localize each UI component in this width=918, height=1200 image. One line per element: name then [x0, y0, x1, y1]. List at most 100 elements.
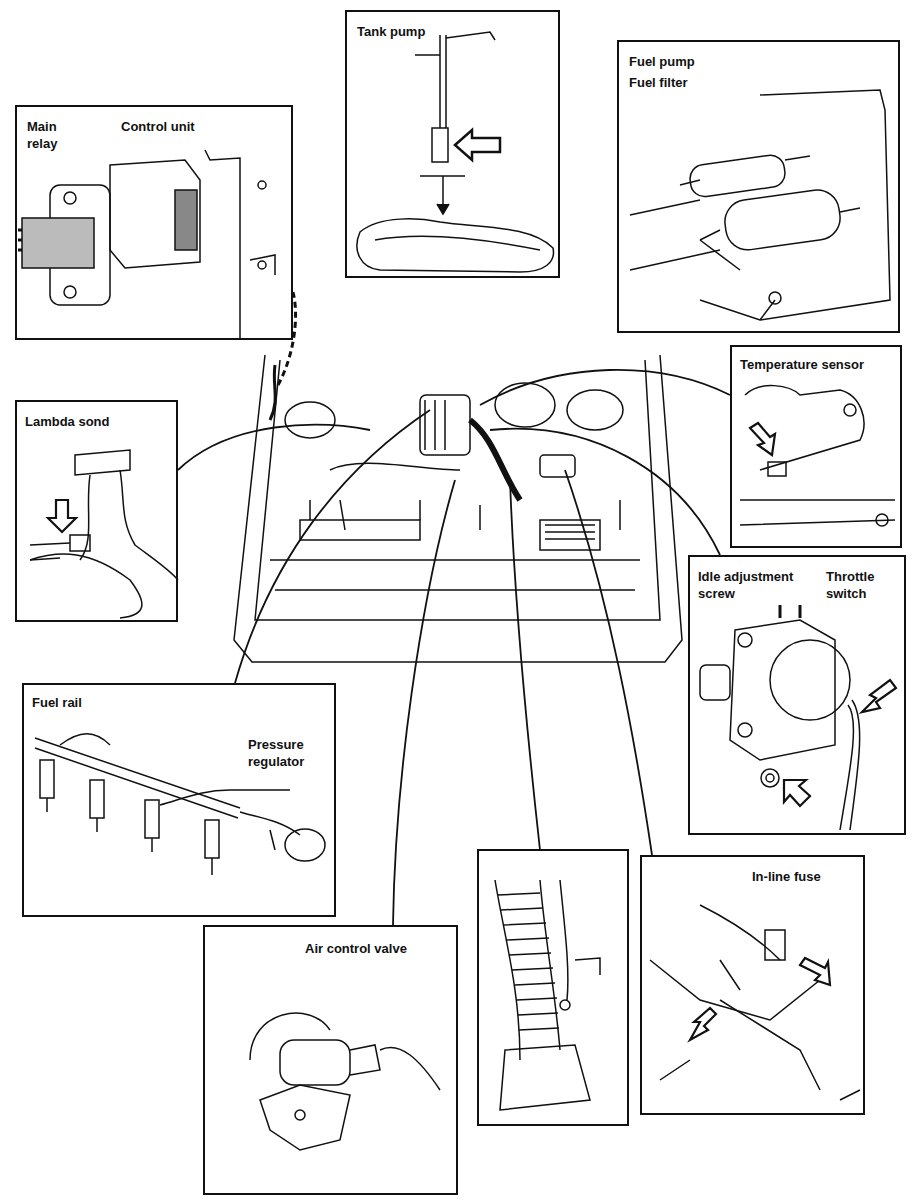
fuel-pump-drawing — [630, 90, 890, 320]
fuse-drawing — [650, 905, 820, 1020]
fuel-rail-drawing — [205, 820, 219, 858]
part-label: Air control valve — [305, 941, 407, 958]
part-label: Fuel rail — [32, 695, 82, 712]
relay-drawing — [258, 261, 266, 269]
fuel-rail-drawing — [47, 798, 212, 875]
leader-line — [565, 470, 652, 855]
temperature-sensor-drawing — [745, 386, 864, 470]
callout-box: Air control valve — [203, 925, 458, 1195]
part-label: Control unit — [121, 119, 195, 136]
hose-drawing — [560, 880, 600, 1000]
callout-box: Temperature sensor — [730, 345, 902, 548]
part-label: In-line fuse — [752, 869, 821, 886]
relay-drawing — [258, 181, 266, 189]
fuel-rail-drawing — [40, 760, 54, 798]
tank-pump-drawing — [437, 204, 449, 214]
throttle-drawing — [840, 700, 860, 830]
temperature-sensor-drawing — [740, 500, 895, 525]
throttle-drawing — [784, 780, 810, 806]
fuel-pump-drawing — [700, 240, 775, 320]
hose-drawing — [495, 880, 560, 1060]
tank-pump-drawing — [357, 219, 554, 272]
lambda-drawing — [30, 554, 142, 618]
part-label: Main relay — [27, 119, 75, 153]
air-valve-drawing — [250, 1013, 440, 1150]
fuel-pump-drawing — [722, 187, 843, 253]
tank-pump-drawing — [455, 130, 500, 160]
engine-bay — [567, 390, 623, 430]
part-label: Lambda sond — [25, 414, 110, 431]
hose-drawing — [500, 1045, 590, 1110]
callout-box: Fuel pumpFuel filter — [617, 40, 900, 333]
engine-bay — [285, 402, 335, 438]
fuel-rail-drawing — [35, 738, 240, 818]
tank-pump-drawing — [432, 128, 448, 162]
part-label: Fuel pump — [629, 54, 695, 71]
fuse-drawing — [660, 1060, 860, 1100]
fuel-rail-drawing — [145, 800, 159, 838]
fuel-rail-drawing — [285, 829, 325, 861]
leader-line — [178, 292, 730, 925]
leader-line — [178, 425, 370, 470]
fuel-pump-drawing — [688, 153, 787, 198]
picture-box — [478, 850, 628, 1125]
part-label: Tank pump — [357, 24, 425, 41]
part-label: Fuel filter — [629, 75, 688, 92]
lambda-drawing — [70, 535, 90, 551]
callout-box: In-line fuse — [640, 855, 865, 1115]
throttle-drawing — [766, 774, 774, 782]
leader-line — [393, 480, 455, 925]
lambda-drawing — [30, 450, 178, 618]
air-valve-drawing — [280, 1040, 350, 1085]
engine-bay — [270, 560, 640, 590]
relay-drawing — [110, 160, 200, 268]
throttle-drawing — [862, 680, 896, 712]
relay-drawing — [205, 150, 275, 340]
throttle-drawing — [780, 605, 800, 618]
leader-line — [490, 429, 720, 555]
lambda-drawing — [75, 450, 130, 475]
temperature-sensor-drawing — [844, 404, 856, 416]
engine-bay — [540, 455, 575, 477]
part-label: Temperature sensor — [740, 357, 864, 374]
callout-box: Main relay Control unit — [15, 105, 293, 340]
callout-box: Fuel railPressure regulator — [22, 683, 336, 917]
throttle-drawing — [761, 769, 779, 787]
callout-box: Lambda sond — [15, 400, 178, 622]
callout-box: Idle adjustment screwThrottle switch — [688, 555, 906, 835]
throttle-drawing — [770, 640, 850, 720]
leader-line — [235, 410, 430, 683]
hose-drawing — [560, 1000, 570, 1010]
fuel-rail-drawing — [160, 790, 290, 850]
temperature-sensor-drawing — [876, 514, 888, 526]
leader-line — [480, 370, 730, 405]
hose-drawing — [495, 880, 600, 1110]
engine-bay — [340, 500, 620, 530]
temperature-sensor-drawing — [750, 423, 775, 455]
throttle-drawing — [738, 723, 752, 737]
engine-bay — [300, 520, 420, 540]
engine-bay — [270, 365, 275, 420]
air-valve-drawing — [295, 1110, 305, 1120]
part-label: Idle adjustment screw — [698, 569, 814, 603]
fuse-drawing — [800, 958, 830, 985]
relay-drawing — [22, 218, 94, 268]
part-label: Pressure regulator — [248, 737, 328, 771]
temperature-sensor-drawing — [740, 386, 895, 526]
fuel-pump-drawing — [630, 90, 890, 320]
tank-pump-drawing — [375, 236, 540, 250]
throttle-drawing — [700, 665, 730, 700]
relay-drawing — [64, 192, 76, 204]
engine-bay — [330, 463, 460, 470]
lambda-drawing — [48, 500, 76, 532]
tank-pump-drawing — [357, 32, 554, 272]
air-valve-drawing — [260, 1085, 350, 1150]
fuse-drawing — [765, 930, 785, 960]
engine-bay — [495, 383, 555, 427]
relay-drawing — [64, 286, 76, 298]
fuel-pump-drawing — [680, 156, 860, 240]
engine-bay — [234, 355, 682, 662]
fuse-drawing — [690, 1008, 716, 1040]
